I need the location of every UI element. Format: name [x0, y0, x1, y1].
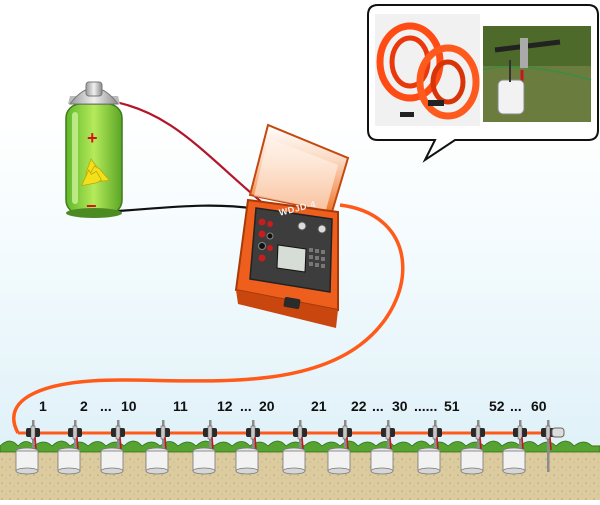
battery	[65, 81, 123, 218]
battery-plus-sign: +	[87, 128, 98, 148]
ellipsis-label: ...	[240, 398, 252, 414]
ellipsis-label: ...	[100, 398, 112, 414]
electrode-label: 10	[121, 398, 137, 414]
electrodes	[15, 420, 565, 475]
electrode-icon	[327, 420, 352, 475]
electrode-icon	[235, 420, 260, 475]
electrode-icon	[100, 420, 125, 475]
cable-end-plug	[551, 427, 565, 438]
electrode-icon	[417, 420, 442, 475]
electrode-label: 2	[80, 398, 88, 414]
electrode-label: 20	[259, 398, 275, 414]
electrode-icon	[541, 420, 555, 472]
electrode-label: 22	[351, 398, 367, 414]
electrode-label: 12	[217, 398, 233, 414]
device-screen	[276, 244, 307, 273]
electrode-icon	[502, 420, 527, 475]
callout-bubble	[367, 4, 599, 163]
electrode-label: 52	[489, 398, 505, 414]
ellipsis-label: ...	[510, 398, 522, 414]
electrode-label: 1	[39, 398, 47, 414]
electrode-icon	[145, 420, 170, 475]
photo-cable-reels	[375, 14, 480, 126]
ellipsis-label: ...	[372, 398, 384, 414]
electrode-icon	[57, 420, 82, 475]
terminals	[258, 218, 327, 262]
electrode-icon	[15, 420, 40, 475]
recycle-icon	[80, 158, 111, 187]
electrode-label: 11	[173, 398, 188, 414]
instrument-device	[234, 123, 350, 328]
electrode-label: 30	[392, 398, 408, 414]
photo-electrode-field	[482, 26, 592, 122]
red-wire	[104, 98, 266, 206]
main-cable	[12, 203, 405, 434]
electrode-icon	[460, 420, 485, 475]
electrode-label: 51	[444, 398, 460, 414]
electrode-icon	[370, 420, 395, 475]
electrode-label: 21	[311, 398, 327, 414]
keypad	[309, 248, 325, 268]
electrode-icon	[282, 420, 307, 475]
electrode-icon	[192, 420, 217, 475]
battery-minus-sign: −	[86, 196, 97, 216]
ellipsis-label: ......	[414, 398, 438, 414]
electrode-label: 60	[531, 398, 547, 414]
